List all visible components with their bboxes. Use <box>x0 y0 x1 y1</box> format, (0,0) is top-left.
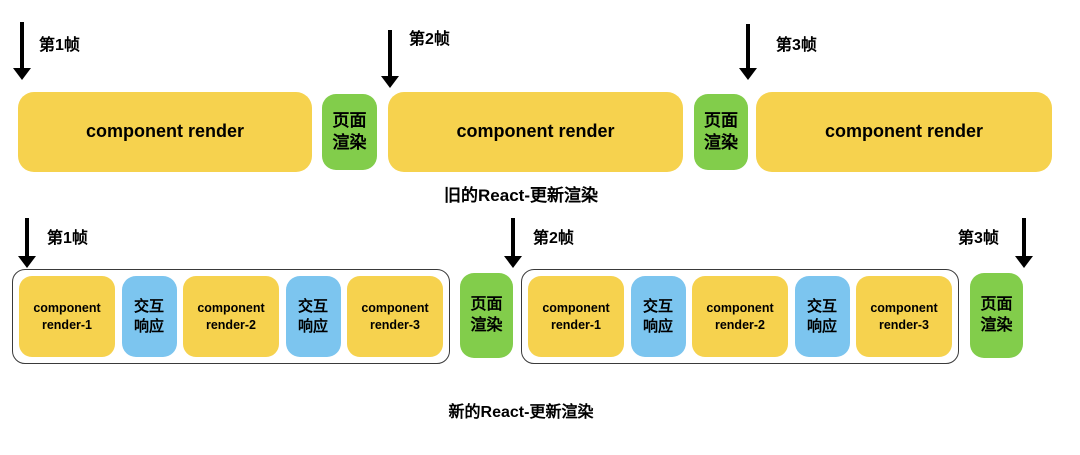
new-frame-2-work-group: component render-1 交互响应 component render… <box>521 269 959 364</box>
old-react-caption: 旧的React-更新渲染 <box>444 186 598 205</box>
new-component-render-3: component render-3 <box>347 276 443 357</box>
new-interaction-response-2: 交互响应 <box>794 276 850 357</box>
new-component-render-2: component render-2 <box>692 276 788 357</box>
new-frame-2-label: 第2帧 <box>533 230 574 247</box>
new-frame-1-work-group: component render-1 交互响应 component render… <box>12 269 450 364</box>
new-frame-1-label: 第1帧 <box>47 230 88 247</box>
new-page-render-2: 页面渲染 <box>970 273 1023 358</box>
old-frame-2-arrow-icon <box>381 30 399 88</box>
new-component-render-2: component render-2 <box>183 276 279 357</box>
new-react-caption: 新的React-更新渲染 <box>448 404 594 421</box>
new-interaction-response-2: 交互响应 <box>285 276 341 357</box>
new-component-render-3: component render-3 <box>856 276 952 357</box>
new-interaction-response-1: 交互响应 <box>630 276 686 357</box>
old-frame-3-arrow-icon <box>739 24 757 80</box>
old-component-render-3: component render <box>756 92 1052 172</box>
new-frame-3-label: 第3帧 <box>958 230 999 247</box>
old-frame-3-label: 第3帧 <box>776 37 817 54</box>
new-component-render-1: component render-1 <box>528 276 624 357</box>
old-component-render-2: component render <box>388 92 683 172</box>
new-frame-2-arrow-icon <box>504 218 522 268</box>
new-interaction-response-1: 交互响应 <box>121 276 177 357</box>
old-frame-1-label: 第1帧 <box>39 37 80 54</box>
new-page-render-1: 页面渲染 <box>460 273 513 358</box>
new-frame-3-arrow-icon <box>1015 218 1033 268</box>
old-page-render-1: 页面渲染 <box>322 94 377 170</box>
old-component-render-1: component render <box>18 92 312 172</box>
old-page-render-2: 页面渲染 <box>694 94 748 170</box>
new-component-render-1: component render-1 <box>19 276 115 357</box>
old-frame-2-label: 第2帧 <box>409 31 450 48</box>
new-frame-1-arrow-icon <box>18 218 36 268</box>
old-frame-1-arrow-icon <box>13 22 31 80</box>
